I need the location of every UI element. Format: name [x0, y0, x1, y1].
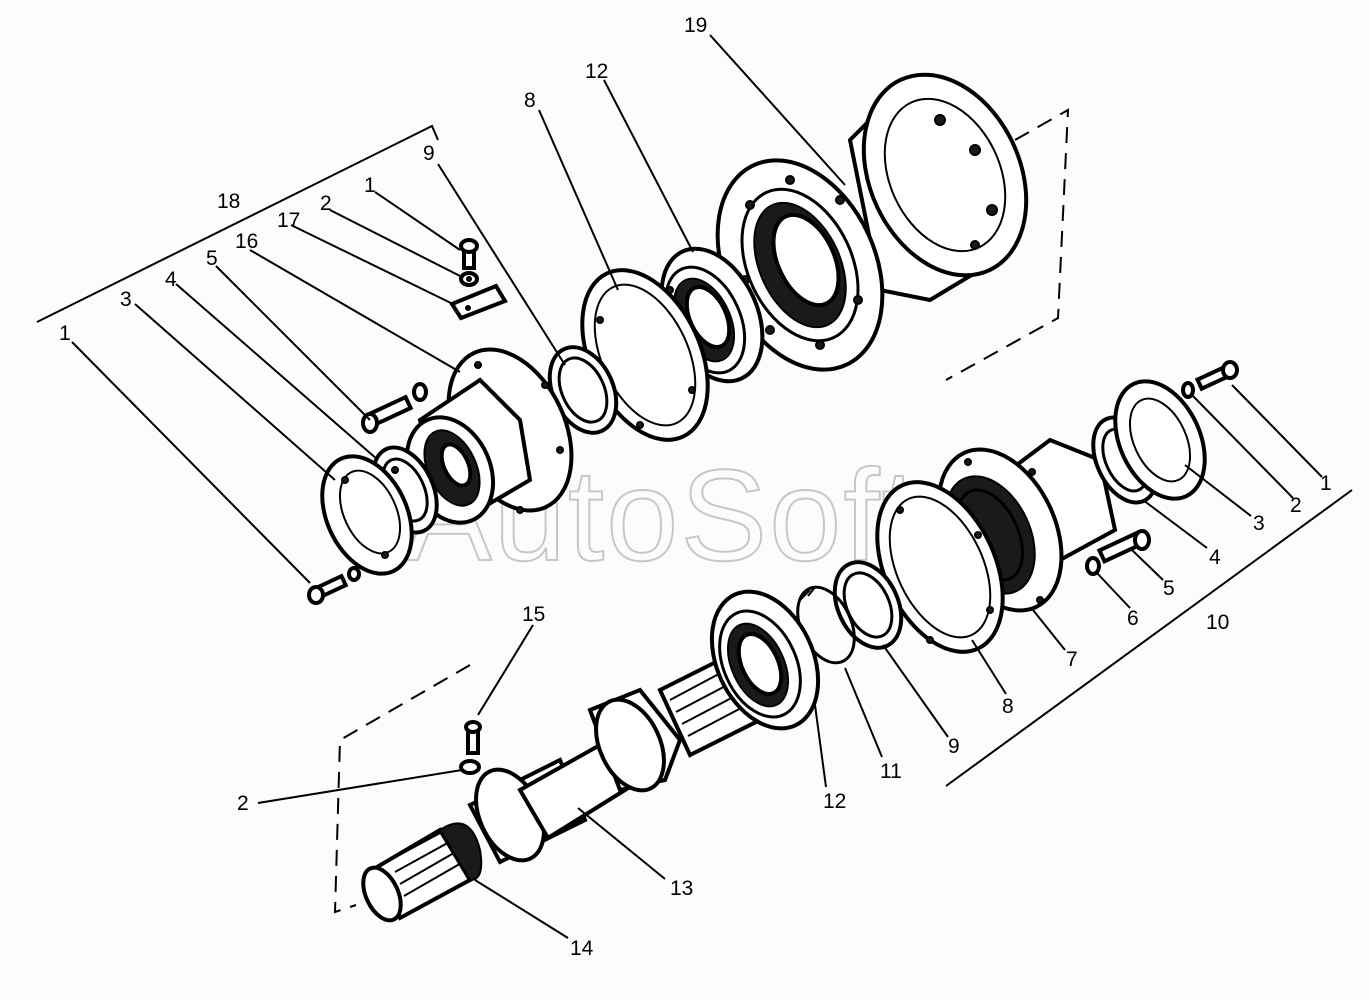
dashed-frame-19 [945, 108, 1070, 381]
callout-8-lower: 8 [1002, 695, 1014, 718]
callout-8-upper: 8 [524, 89, 536, 112]
leader-lines [71, 34, 1323, 939]
cover-16 [404, 347, 574, 525]
callout-3-upper: 3 [120, 288, 132, 311]
callout-19: 19 [684, 14, 707, 37]
bolt-15 [459, 720, 482, 775]
callout-12-upper: 12 [585, 60, 608, 83]
callout-2-right: 2 [1290, 494, 1302, 517]
bolt-1-upper-left [307, 566, 361, 605]
callout-6: 6 [1127, 607, 1139, 630]
callout-15: 15 [522, 603, 545, 626]
callout-5-upper: 5 [206, 247, 218, 270]
dashed-frame-13 [333, 664, 471, 914]
bracket-10 [945, 489, 1353, 787]
callout-7: 7 [1066, 648, 1078, 671]
bolt-5-upper [361, 382, 428, 434]
callout-9-lower: 9 [948, 735, 960, 758]
callout-3-lower: 3 [1253, 512, 1265, 535]
bolt-5-right [1085, 529, 1151, 576]
callout-12-lower: 12 [823, 790, 846, 813]
callout-5-lower: 5 [1163, 577, 1175, 600]
washer-3-upper [320, 454, 414, 576]
callout-1-right: 1 [1320, 472, 1332, 495]
callout-4-upper: 4 [165, 268, 177, 291]
callout-1-top: 1 [364, 174, 376, 197]
bearing-12-lower [709, 589, 821, 731]
callout-14: 14 [570, 937, 594, 960]
washer-3-lower [1113, 379, 1207, 501]
callout-2-shaft: 2 [237, 792, 249, 815]
callout-17: 17 [277, 209, 300, 232]
callout-2-top: 2 [320, 192, 332, 215]
shaft-13 [361, 647, 773, 923]
callout-13: 13 [670, 877, 693, 900]
bolt-1-right [1181, 360, 1239, 399]
callout-18: 18 [217, 190, 240, 213]
bracket-18 [36, 124, 439, 323]
callout-10: 10 [1206, 611, 1229, 634]
callout-1-left: 1 [59, 322, 71, 345]
callout-16: 16 [235, 230, 258, 253]
bolt-1-top [459, 238, 479, 287]
callout-4-lower: 4 [1209, 546, 1221, 569]
callout-9-upper: 9 [423, 142, 435, 165]
plate-17 [449, 283, 508, 321]
callout-11: 11 [880, 760, 902, 783]
